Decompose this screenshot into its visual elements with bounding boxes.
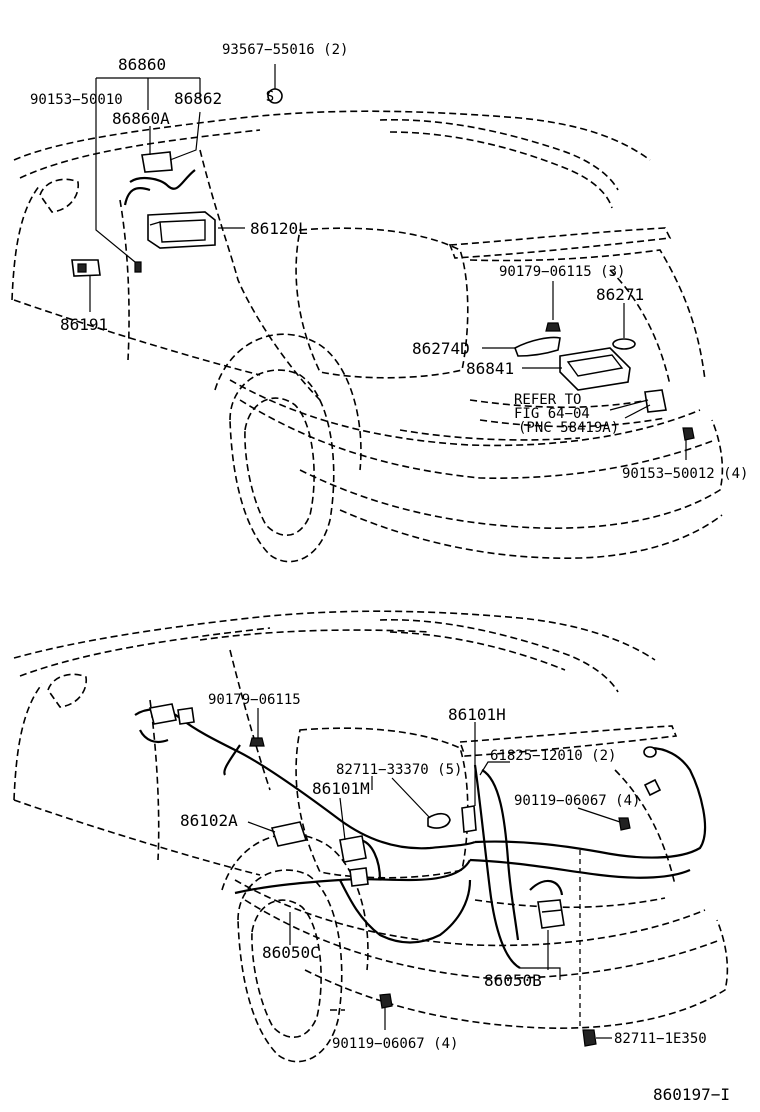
unit-86050B [537, 899, 565, 929]
label-86841: 86841 [466, 359, 514, 378]
label-61825-12010: 61825−12010 (2) [490, 748, 616, 764]
label-86101M: 86101M [312, 779, 370, 798]
label-86101H: 86101H [448, 705, 506, 724]
unit-86050C [349, 867, 369, 887]
label-90179-06115: 90179−06115 [208, 692, 301, 708]
grommet-61825-b [643, 778, 662, 797]
label-pnc-58419A: (PNC 58419A) [518, 420, 619, 436]
lower-leaders [247, 708, 621, 1039]
clip-82711-1E350 [582, 1029, 597, 1047]
label-86860A: 86860A [112, 109, 170, 128]
amplifier-86841 [559, 347, 631, 391]
label-86862: 86862 [174, 89, 222, 108]
washer-86271 [612, 338, 636, 350]
grommet-61825-a [643, 746, 657, 758]
label-82711-1E350: 82711−1E350 [614, 1031, 707, 1047]
label-90119-06067-lower: 90119−06067 (4) [332, 1036, 458, 1052]
upper-leaders [89, 64, 687, 460]
label-86120L: 86120L [250, 219, 308, 238]
bracket-86860A [141, 151, 173, 173]
lower-car-outline [13, 610, 729, 1063]
lower-wiring [134, 708, 707, 969]
label-90153-50010: 90153−50010 [30, 92, 123, 108]
bolt-90153-50012 [682, 427, 695, 441]
lower-labels: 90179−06115 86101H 61825−12010 (2) 82711… [180, 692, 707, 1052]
nut-90179-06115-lower [249, 737, 265, 747]
bracket-rear [644, 389, 667, 413]
label-82711-33370: 82711−33370 (5) [336, 762, 462, 778]
bolt-90153-50010 [134, 261, 142, 273]
clip-82711-33370 [427, 812, 451, 829]
module-86102A [270, 821, 308, 847]
screw-90119-06067 [618, 817, 631, 831]
bracket-86274D [514, 336, 561, 357]
screw-90119-06067-lower [379, 993, 393, 1009]
nut-90179-06115 [545, 322, 561, 332]
label-fig-64-04: FIG 64−04 [514, 406, 590, 422]
lower-parts [149, 703, 662, 1047]
upper-labels: 86860 93567−55016 (2) S 90153−50010 8686… [30, 42, 748, 482]
label-86860: 86860 [118, 55, 166, 74]
label-90153-50012: 90153−50012 (4) [622, 466, 748, 482]
label-93567-55016: 93567−55016 (2) [222, 42, 348, 58]
label-86050B: 86050B [484, 971, 542, 990]
connector-front [149, 703, 177, 725]
label-90179-06115-3: 90179−06115 (3) [499, 264, 625, 280]
label-86191: 86191 [60, 315, 108, 334]
upper-parts [71, 88, 695, 441]
label-refer-to: REFER TO [514, 392, 581, 408]
label-86271: 86271 [596, 285, 644, 304]
diagram-code: 860197−I [653, 1085, 730, 1104]
upper-car-outline [11, 110, 724, 563]
label-s-mark: S [266, 89, 274, 105]
label-86274D: 86274D [412, 339, 470, 358]
label-86102A: 86102A [180, 811, 238, 830]
connector-86101M [339, 835, 367, 863]
label-90119-06067-upper: 90119−06067 (4) [514, 793, 640, 809]
label-86050C: 86050C [262, 943, 320, 962]
connector-86101H [461, 805, 477, 833]
